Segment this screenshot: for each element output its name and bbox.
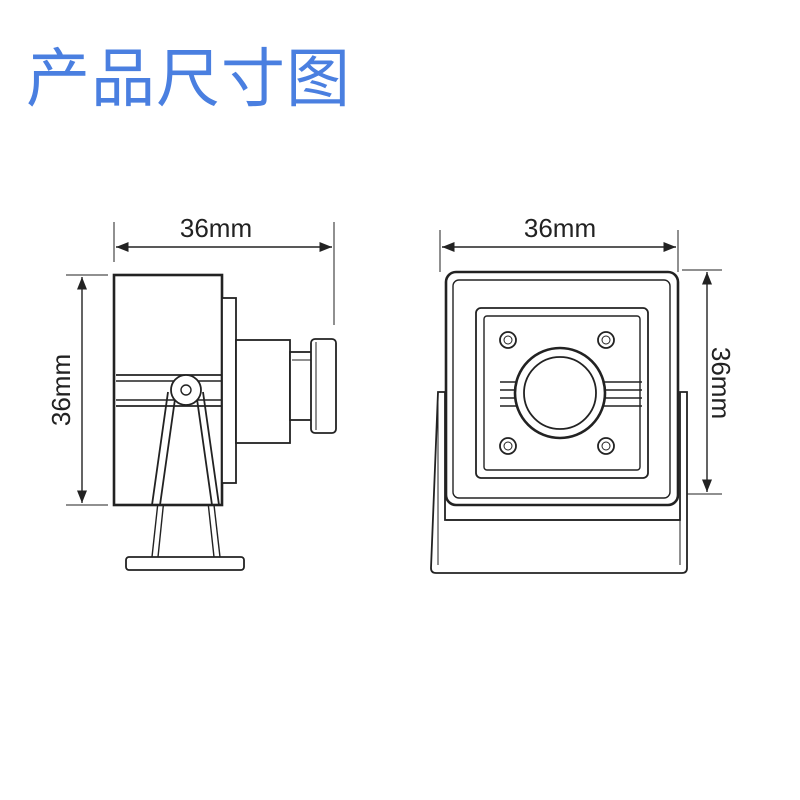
side-width-label: 36mm [180, 213, 252, 243]
front-ir-leds [499, 331, 615, 455]
side-flange [221, 297, 237, 484]
side-lens-housing [235, 339, 291, 444]
front-bracket [430, 391, 688, 574]
front-height-dimension: 36mm [682, 269, 736, 495]
side-lens-ring [310, 338, 337, 434]
side-pivot-screw [180, 384, 192, 396]
page-title: 产品尺寸图 [26, 43, 351, 117]
ir-led-bottom-right [597, 437, 615, 455]
side-height-label: 36mm [46, 354, 76, 426]
side-bracket-arms [151, 391, 220, 506]
front-panel-inner [483, 315, 641, 471]
ir-led-bottom-left [499, 437, 517, 455]
front-height-label: 36mm [706, 347, 736, 419]
side-camera-body [112, 273, 224, 507]
front-lens-inner [523, 356, 597, 430]
side-width-dimension: 36mm [113, 213, 335, 325]
ir-led-top-right [597, 331, 615, 349]
side-view: 36mm 36mm [46, 213, 337, 571]
front-width-label: 36mm [524, 213, 596, 243]
side-pivot-knob [170, 374, 202, 406]
front-housing-bevel [452, 279, 671, 499]
front-width-dimension: 36mm [439, 213, 679, 272]
side-lens-barrel [289, 351, 313, 421]
side-height-dimension: 36mm [46, 274, 108, 506]
front-view: 36mm 36mm [430, 213, 736, 574]
side-base-plate [125, 556, 245, 571]
ir-led-top-left [499, 331, 517, 349]
